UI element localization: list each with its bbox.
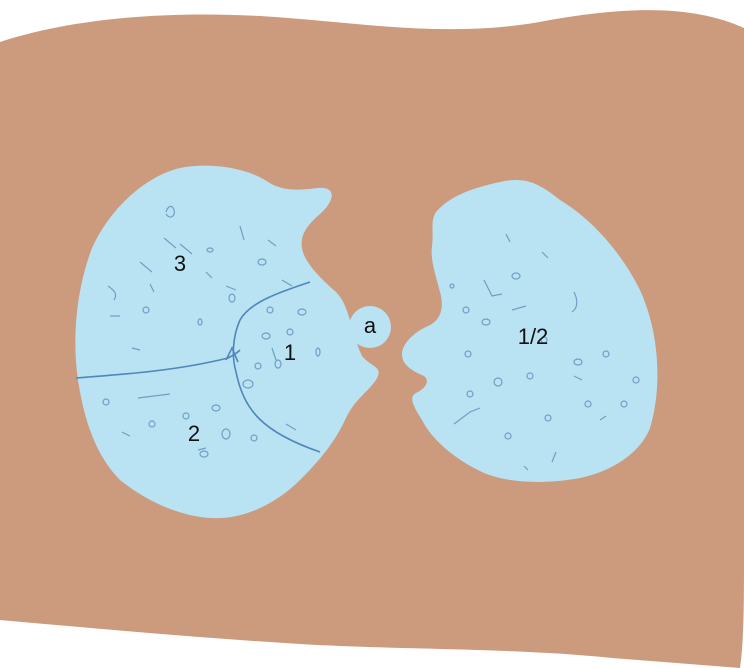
label-airway: a [364,313,377,338]
label-right-middle: 1 [284,340,296,365]
label-left-lung: 1/2 [518,324,549,349]
label-right-upper: 3 [174,251,186,276]
label-right-lower: 2 [188,421,200,446]
